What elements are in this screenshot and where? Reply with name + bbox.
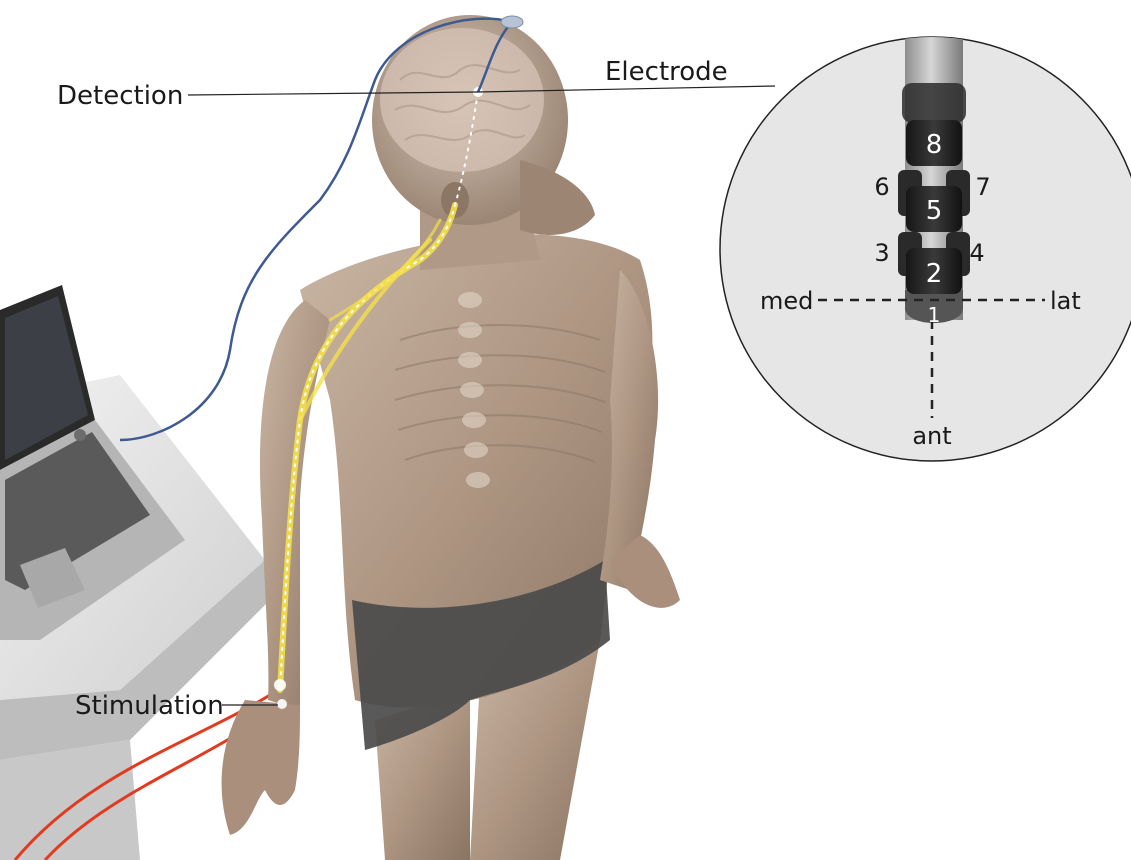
burr-hole-cap [501, 16, 523, 28]
stimulation-point [277, 699, 287, 709]
patient-head [372, 15, 595, 235]
contact-label-3: 3 [874, 239, 889, 267]
stimulation-point [274, 679, 286, 691]
detection-label: Detection [57, 81, 183, 111]
contact-label-8: 8 [926, 130, 943, 160]
contact-label-6: 6 [874, 173, 889, 201]
orientation-lat: lat [1050, 287, 1081, 315]
contact-label-1: 1 [928, 303, 941, 327]
contact-label-2: 2 [926, 259, 943, 289]
electrode-label: Electrode [605, 57, 728, 87]
contact-label-5: 5 [926, 196, 943, 226]
contact-ring-top [902, 83, 966, 123]
contact-label-4: 4 [969, 239, 984, 267]
contact-label-7: 7 [975, 173, 990, 201]
orientation-ant: ant [912, 422, 951, 450]
electrode-inset: 8 6 7 5 3 4 2 1 med lat ant [720, 30, 1131, 461]
stimulation-label: Stimulation [75, 691, 224, 721]
orientation-med: med [760, 287, 813, 315]
